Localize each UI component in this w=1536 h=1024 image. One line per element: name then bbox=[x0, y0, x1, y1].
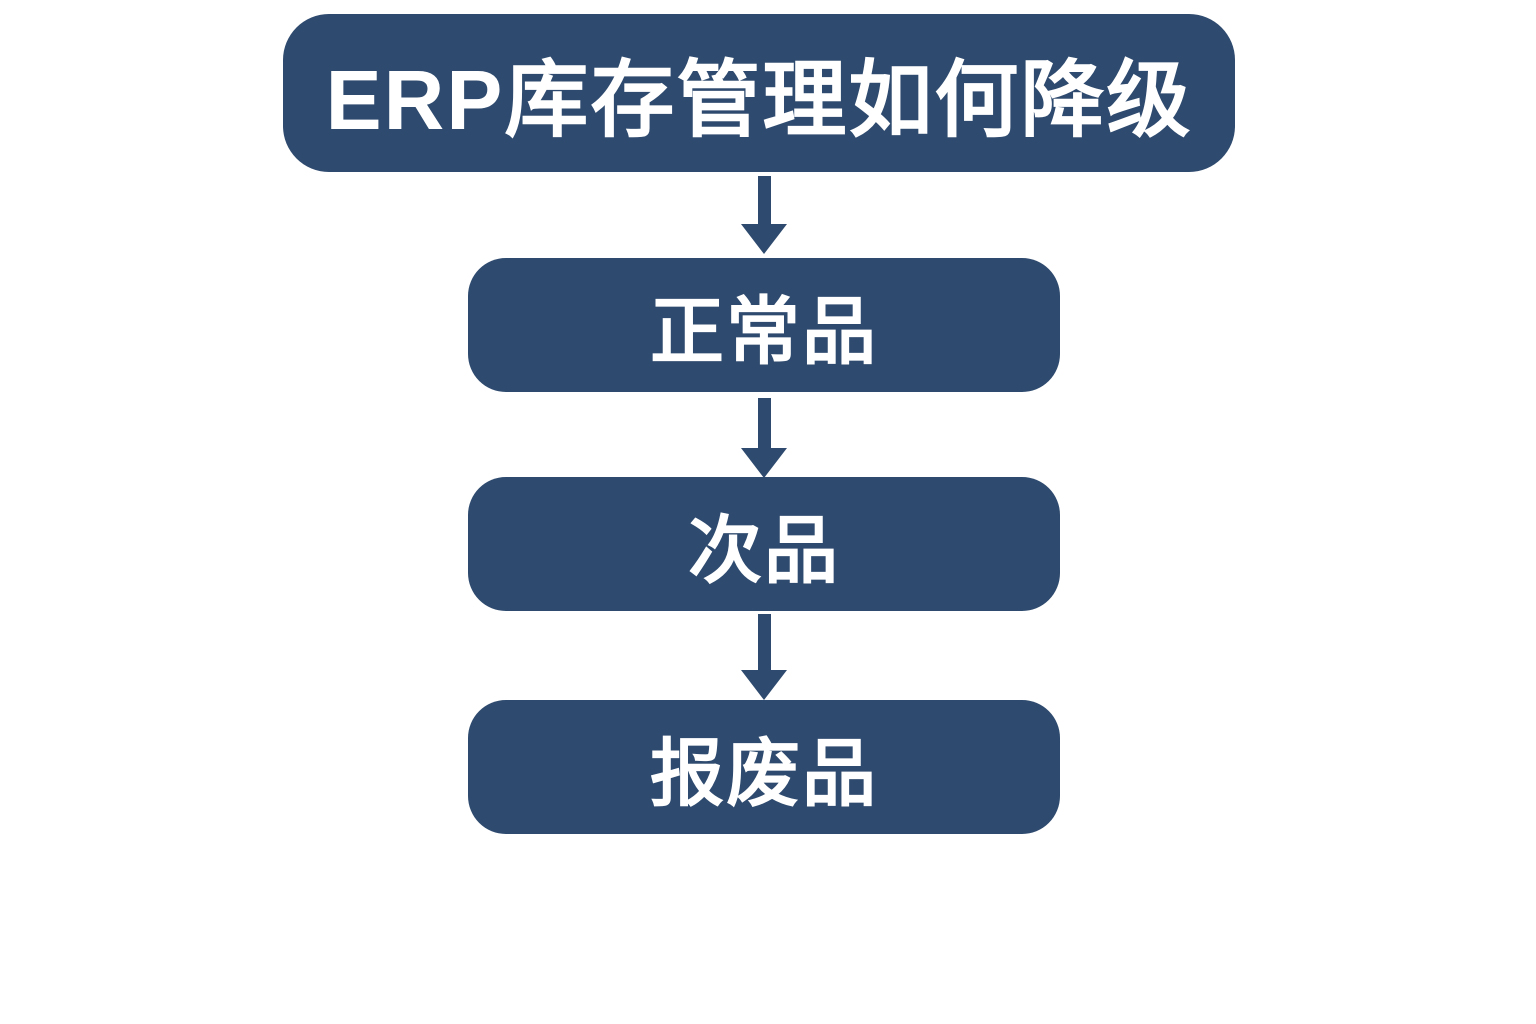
arrow-head bbox=[741, 224, 787, 254]
arrow-stem bbox=[757, 176, 771, 224]
node-scrapped-product: 报废品 bbox=[468, 700, 1060, 834]
node-defective-product: 次品 bbox=[468, 477, 1060, 611]
arrow-head bbox=[741, 670, 787, 700]
flowchart-title-box: ERP库存管理如何降级 bbox=[283, 14, 1235, 172]
node-label: 正常品 bbox=[650, 289, 878, 373]
arrow-stem bbox=[757, 614, 771, 670]
node-label: 报废品 bbox=[650, 731, 878, 815]
arrow-down-icon bbox=[741, 398, 787, 478]
flowchart-title: ERP库存管理如何降级 bbox=[325, 52, 1193, 147]
node-label: 次品 bbox=[688, 508, 840, 592]
arrow-head bbox=[741, 448, 787, 478]
node-normal-product: 正常品 bbox=[468, 258, 1060, 392]
arrow-down-icon bbox=[741, 614, 787, 700]
arrow-stem bbox=[757, 398, 771, 448]
arrow-down-icon bbox=[741, 176, 787, 254]
